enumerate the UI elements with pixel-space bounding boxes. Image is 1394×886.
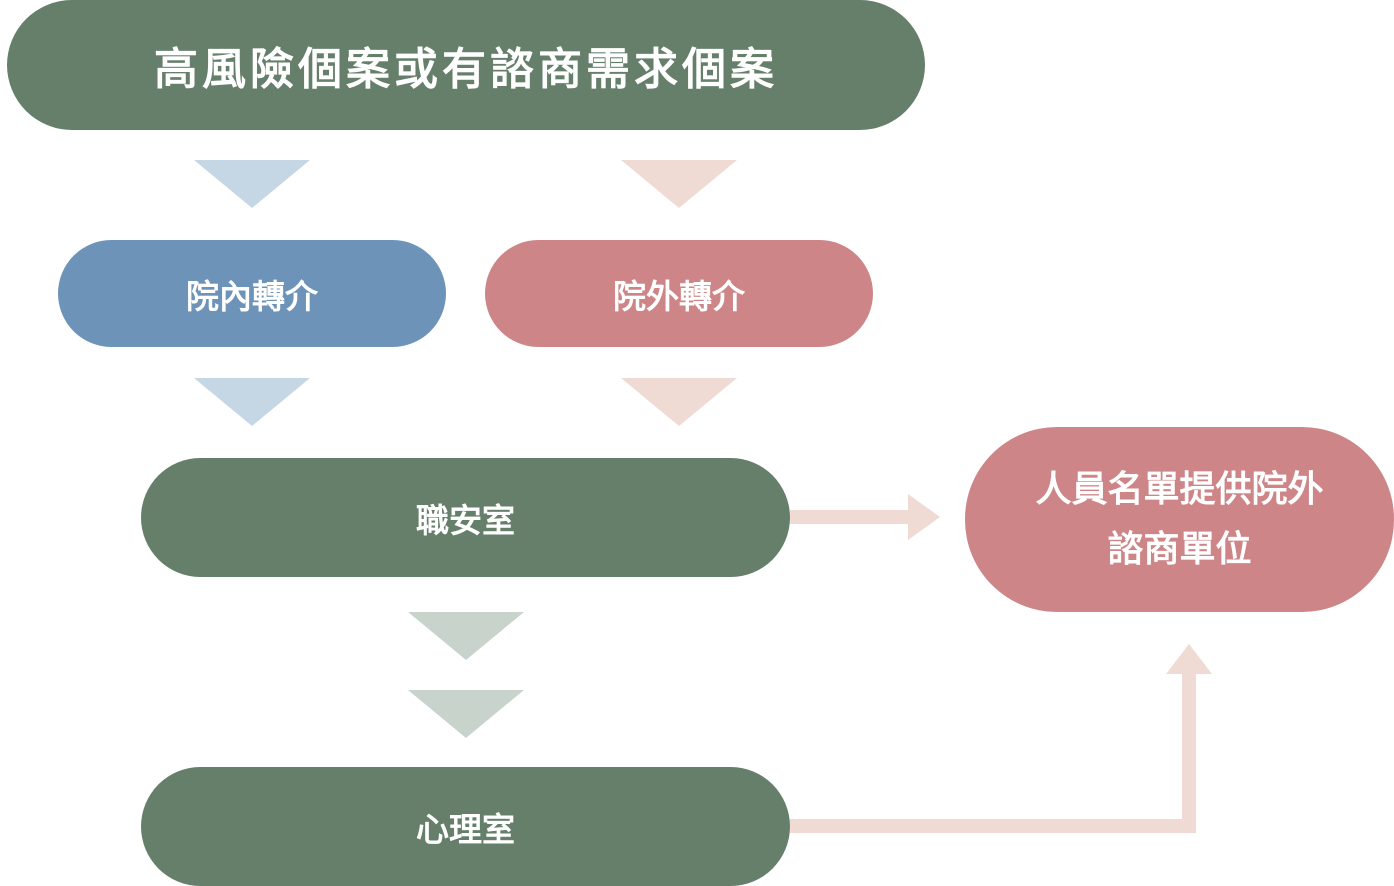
- node-occupational-safety-office-label: 職安室: [416, 500, 515, 540]
- arrow-right-safety-to-provide-shaft: [790, 510, 910, 524]
- node-high-risk-cases-label: 高風險個案或有諮商需求個案: [154, 44, 778, 95]
- node-occupational-safety-office: 職安室: [141, 458, 790, 577]
- arrow-elbow-psych-to-provide: [790, 672, 1196, 833]
- node-provide-list-line1: 人員名單提供院外: [1035, 468, 1324, 510]
- node-external-referral-label: 院外轉介: [613, 276, 745, 316]
- arrow-down-top-to-external: [621, 160, 737, 208]
- arrow-down-external-to-safety: [621, 378, 737, 426]
- node-psychology-office-label: 心理室: [416, 809, 515, 849]
- node-provide-list-external-counseling: 人員名單提供院外 諮商單位: [965, 427, 1394, 612]
- arrow-right-safety-to-provide-head: [908, 494, 940, 540]
- arrow-down-top-to-internal: [194, 160, 310, 208]
- arrow-down-safety-to-psych-1: [408, 612, 524, 660]
- node-internal-referral: 院內轉介: [58, 240, 446, 347]
- node-provide-list-line2: 諮商單位: [1107, 528, 1252, 570]
- node-high-risk-cases: 高風險個案或有諮商需求個案: [7, 0, 925, 130]
- arrow-up-psych-to-provide-head: [1166, 644, 1212, 674]
- node-internal-referral-label: 院內轉介: [186, 276, 318, 316]
- arrow-down-safety-to-psych-2: [408, 690, 524, 738]
- node-external-referral: 院外轉介: [485, 240, 873, 347]
- arrow-down-internal-to-safety: [194, 378, 310, 426]
- node-psychology-office: 心理室: [141, 767, 790, 886]
